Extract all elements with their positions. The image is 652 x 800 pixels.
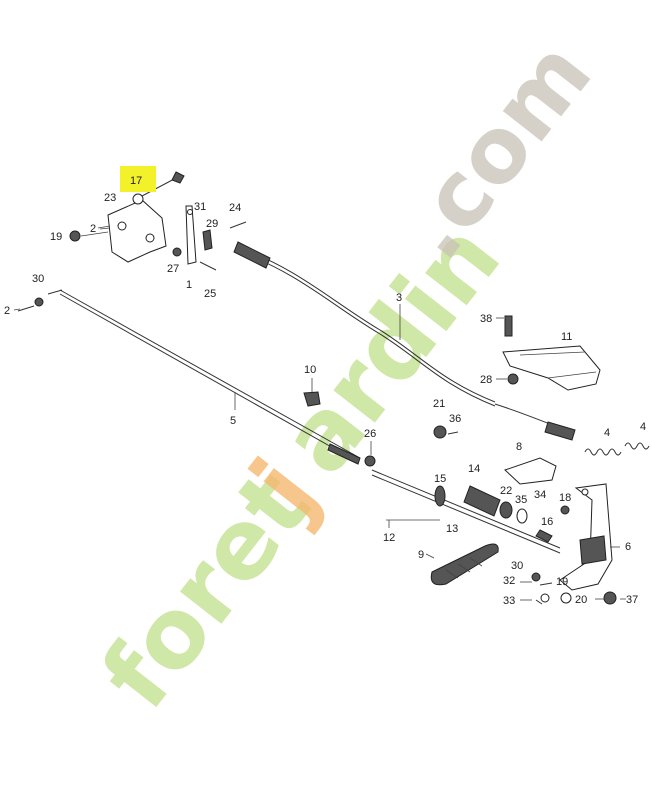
label-22[interactable]: 22 [500,485,512,497]
lever-assembly [172,205,247,271]
label-19b[interactable]: 19 [556,576,568,588]
label-27[interactable]: 27 [167,263,179,275]
label-32[interactable]: 32 [503,575,515,587]
label-17[interactable]: 17 [130,175,142,187]
cable-3-adjuster [544,421,576,441]
label-33[interactable]: 33 [503,595,515,607]
label-5[interactable]: 5 [230,415,236,427]
label-4b[interactable]: 4 [640,421,646,433]
label-14[interactable]: 14 [468,463,480,475]
label-2[interactable]: 2 [90,223,96,235]
clip-18 [560,505,570,515]
pin-36 [447,431,459,435]
bracket-hole [145,233,155,243]
part-labels: 17 23 2 19 31 29 24 27 1 25 30 2 3 38 11… [4,166,646,607]
label-28[interactable]: 28 [480,374,492,386]
nut-37 [603,591,617,605]
washer-20 [560,592,572,604]
label-16[interactable]: 16 [541,516,553,528]
nut-21 [433,425,447,439]
watermark: foret j ardin .com [80,22,612,729]
lever-1 [185,205,197,265]
pedal-6 [559,483,613,591]
washer-23 [132,193,144,205]
label-12[interactable]: 12 [383,532,395,544]
shaft-12 [371,469,570,554]
spring-29 [202,229,213,251]
label-24[interactable]: 24 [229,202,241,214]
washer-19b [540,593,550,603]
rod-5-thread [327,443,361,465]
label-10[interactable]: 10 [304,364,316,376]
leader-lines [13,227,626,601]
label-1[interactable]: 1 [186,279,192,291]
bracket-8 [504,457,557,485]
nut-28 [507,373,519,385]
bracket-plate [107,199,167,263]
bracket-11 [502,315,601,391]
label-3[interactable]: 3 [396,292,402,304]
label-25[interactable]: 25 [204,288,216,300]
nut-19 [69,230,81,242]
washer-22 [499,501,513,519]
label-38[interactable]: 38 [480,313,492,325]
label-29[interactable]: 29 [206,218,218,230]
label-35[interactable]: 35 [515,494,527,506]
label-13[interactable]: 13 [446,523,458,535]
lever-pin-hole [187,209,193,215]
springs-4 [584,442,650,456]
collar-27 [172,247,182,257]
label-2b[interactable]: 2 [4,305,10,317]
label-18[interactable]: 18 [559,492,571,504]
label-15[interactable]: 15 [434,473,446,485]
cable-3-end [233,241,271,269]
pin-30b [531,572,541,582]
grip-9 [430,543,499,586]
label-26[interactable]: 26 [364,428,376,440]
bolt-38 [504,315,513,337]
label-20[interactable]: 20 [575,594,587,606]
washer-30 [34,297,44,307]
washer-35 [516,508,528,524]
highlight-box [120,166,156,192]
label-34[interactable]: 34 [534,489,546,501]
nut-26 [364,455,376,467]
label-11[interactable]: 11 [561,331,572,343]
label-6[interactable]: 6 [625,541,631,553]
bolt-17-head [171,171,185,184]
rod-5 [17,289,376,467]
cable-3 [233,241,576,441]
bolt-32 [539,582,553,586]
label-19[interactable]: 19 [50,231,62,243]
label-37[interactable]: 37 [626,594,638,606]
label-4a[interactable]: 4 [604,427,610,439]
spring-14 [463,485,501,517]
pin-16 [535,529,553,543]
watermark-com: .com [380,22,612,278]
label-31[interactable]: 31 [194,201,206,213]
bracket-assembly [69,171,185,263]
label-30b[interactable]: 30 [511,560,523,572]
bolt-24 [229,221,247,229]
bolt-33 [535,599,543,605]
label-9[interactable]: 9 [418,549,424,561]
pin-2 [17,305,35,312]
label-36[interactable]: 36 [449,413,461,425]
label-30[interactable]: 30 [32,273,44,285]
label-23[interactable]: 23 [104,192,116,204]
nut-10 [303,391,321,407]
bracket-hole [117,221,127,231]
bolt-25 [199,261,217,271]
collar-15 [434,485,446,507]
label-21[interactable]: 21 [433,398,445,410]
label-8[interactable]: 8 [516,441,522,453]
